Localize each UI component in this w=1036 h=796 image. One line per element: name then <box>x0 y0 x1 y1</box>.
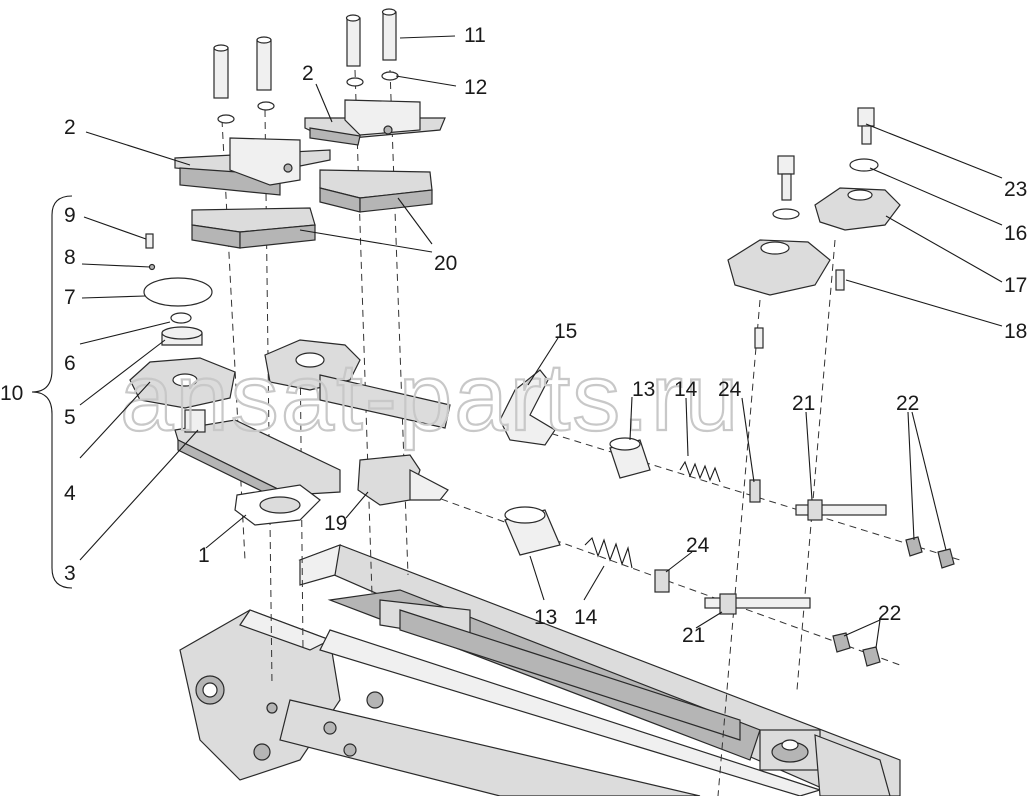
lower-axis-parts <box>504 506 881 667</box>
central-sprocket <box>264 339 451 429</box>
callout-1: 1 <box>198 544 210 567</box>
group-brace <box>31 195 73 589</box>
callout-14-upper: 14 <box>674 378 698 401</box>
callout-19: 19 <box>324 512 347 535</box>
callout-23: 23 <box>1004 178 1027 201</box>
callout-3: 3 <box>64 562 76 585</box>
callout-2-upper: 2 <box>302 62 314 85</box>
lever <box>499 369 556 446</box>
callout-11: 11 <box>464 24 486 47</box>
callout-20: 20 <box>434 252 457 275</box>
callout-21-lower: 21 <box>682 624 705 647</box>
upper-bracket-right <box>304 99 446 146</box>
watermark-text: ansat-parts.ru <box>120 344 740 451</box>
main-beam <box>179 544 901 796</box>
bolts-top <box>213 8 399 124</box>
callout-14-lower: 14 <box>574 606 598 629</box>
spring-upper <box>679 460 721 483</box>
upper-axis-parts <box>609 437 955 569</box>
callout-4: 4 <box>64 482 76 505</box>
callout-24-lower: 24 <box>686 534 710 557</box>
right-sprockets <box>727 107 901 349</box>
callout-18: 18 <box>1004 320 1027 343</box>
leader-lines <box>79 35 1003 649</box>
callout-16: 16 <box>1004 222 1027 245</box>
plate-right <box>319 169 433 213</box>
callout-24-upper: 24 <box>718 378 742 401</box>
callout-22-lower: 22 <box>878 602 901 625</box>
callout-13-upper: 13 <box>632 378 655 401</box>
callout-15: 15 <box>554 320 577 343</box>
left-stack-parts <box>129 233 341 526</box>
plate-left <box>191 207 316 249</box>
upper-bracket-left <box>174 137 331 196</box>
callout-22-upper: 22 <box>896 392 919 415</box>
callout-6: 6 <box>64 352 76 375</box>
callout-21-upper: 21 <box>792 392 815 415</box>
callout-7: 7 <box>64 286 76 309</box>
callout-9: 9 <box>64 204 76 227</box>
callout-13-lower: 13 <box>534 606 557 629</box>
mid-bracket <box>357 454 449 506</box>
callout-5: 5 <box>64 406 76 429</box>
spring-lower <box>584 536 633 569</box>
callout-8: 8 <box>64 246 76 269</box>
callout-10: 10 <box>0 382 23 405</box>
callout-labels: 11 12 2 2 20 9 8 7 6 10 5 4 3 1 19 15 13… <box>0 24 1027 647</box>
callout-17: 17 <box>1004 274 1027 297</box>
callout-12: 12 <box>464 76 487 99</box>
callout-2-left: 2 <box>64 116 76 139</box>
